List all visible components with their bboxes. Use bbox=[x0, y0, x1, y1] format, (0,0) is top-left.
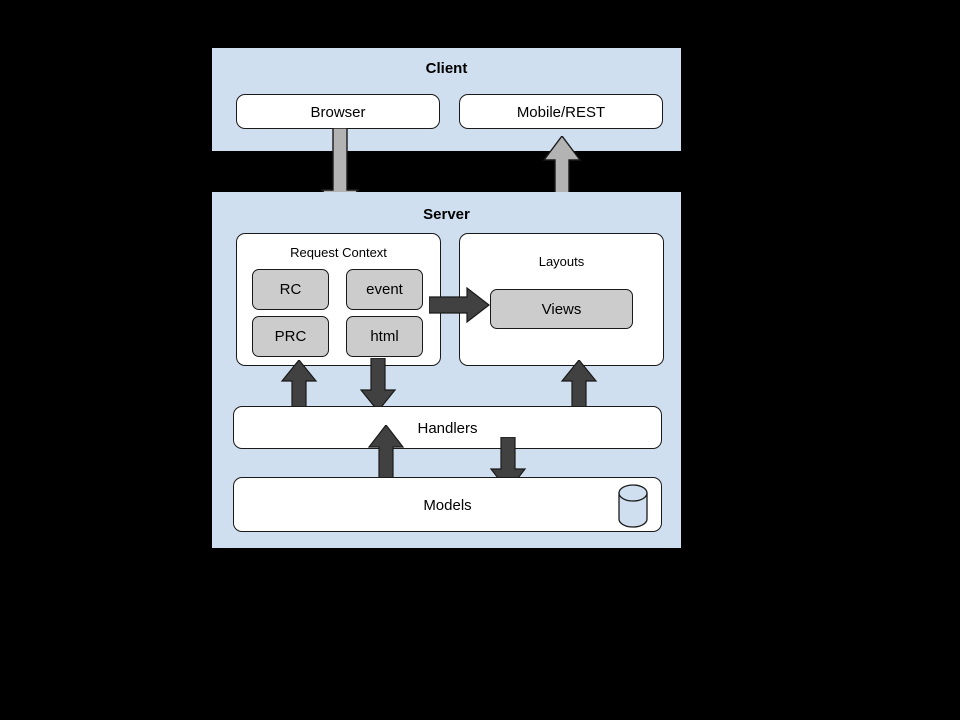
arrow-handlers-to-layouts bbox=[559, 360, 599, 412]
request-context-chip-event[interactable]: event bbox=[346, 269, 423, 310]
request-context-chip-html[interactable]: html bbox=[346, 316, 423, 357]
models-label: Models bbox=[423, 497, 472, 514]
database-cylinder-icon bbox=[616, 484, 650, 528]
layouts-chip-views[interactable]: Views bbox=[490, 289, 633, 329]
client-node-browser[interactable]: Browser bbox=[236, 94, 440, 129]
client-node-browser-label: Browser bbox=[310, 104, 366, 121]
client-node-mobile-rest-label: Mobile/REST bbox=[516, 104, 606, 121]
handlers-label: Handlers bbox=[417, 420, 478, 437]
client-panel-title: Client bbox=[425, 60, 468, 77]
arrow-handlers-to-request-context bbox=[279, 360, 319, 412]
server-panel-title: Server bbox=[423, 206, 470, 223]
handlers-box[interactable]: Handlers bbox=[233, 406, 662, 449]
arrow-request-context-to-handlers bbox=[358, 358, 398, 412]
layouts-label: Layouts bbox=[538, 254, 585, 269]
arrow-request-context-to-views bbox=[429, 287, 491, 323]
client-node-mobile-rest[interactable]: Mobile/REST bbox=[459, 94, 663, 129]
request-context-label: Request Context bbox=[290, 245, 387, 260]
request-context-chip-prc[interactable]: PRC bbox=[252, 316, 329, 357]
arrow-models-to-handlers bbox=[366, 425, 406, 483]
arrow-server-to-mobile-rest bbox=[540, 136, 584, 218]
models-box[interactable]: Models bbox=[233, 477, 662, 532]
request-context-chip-rc[interactable]: RC bbox=[252, 269, 329, 310]
